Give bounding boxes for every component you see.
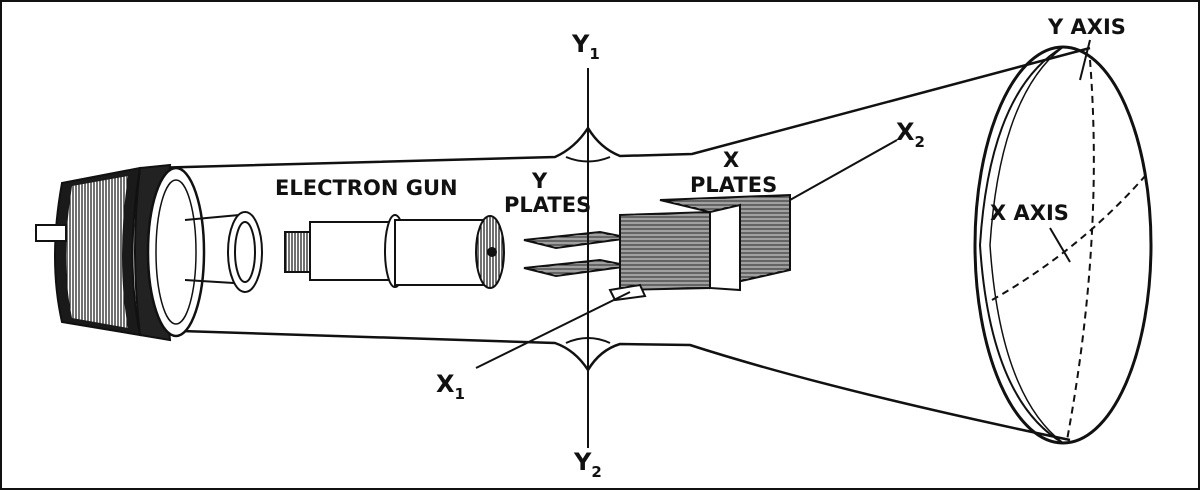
x-axis-label: X AXIS — [990, 201, 1069, 225]
x1-label: X1 — [436, 370, 465, 403]
x1-leader-line — [475, 291, 631, 369]
tube-base — [35, 163, 206, 342]
x-plates-label-top: X — [723, 148, 739, 172]
y-plates-label-top: Y — [531, 169, 548, 193]
y2-label: Y2 — [573, 448, 602, 481]
x2-leader-line — [789, 139, 898, 201]
x2-label: X2 — [896, 118, 925, 151]
tube-envelope — [149, 46, 1091, 442]
y-plates-label-bottom: PLATES — [504, 193, 591, 217]
screen — [973, 45, 1153, 445]
x-plates-label-bottom: PLATES — [690, 173, 777, 197]
electron-gun — [184, 211, 505, 293]
y1-label: Y1 — [571, 30, 600, 63]
electron-gun-label: ELECTRON GUN — [275, 176, 458, 200]
x-axis-trace — [991, 174, 1147, 301]
y-axis-leader-line — [1079, 39, 1091, 81]
y-axis-trace — [1066, 59, 1095, 441]
x-axis-leader-line — [1049, 227, 1071, 263]
y-axis-label: Y AXIS — [1047, 15, 1126, 39]
